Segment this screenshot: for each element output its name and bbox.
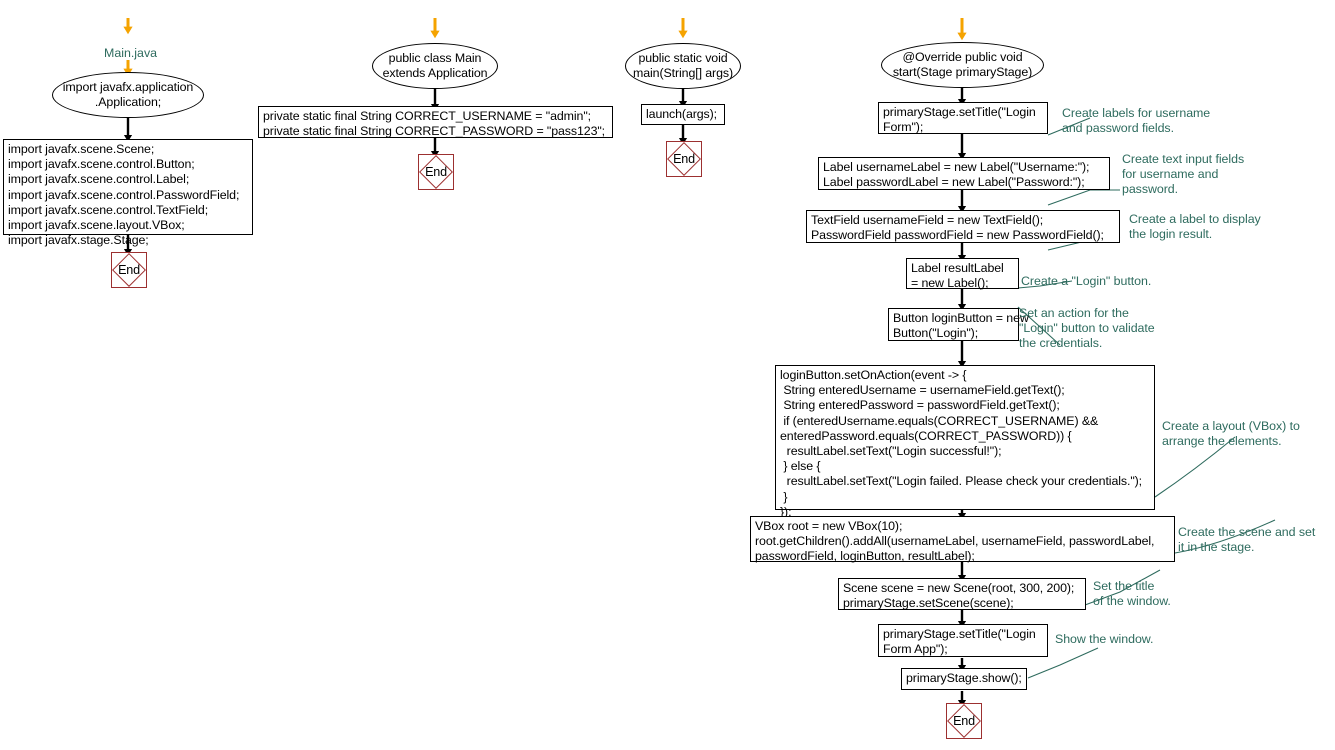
note-show-window: Show the window. [1055,632,1154,646]
node-primary-stage-show[interactable]: primaryStage.show(); [901,668,1027,690]
node-end-start-method[interactable]: End [946,703,982,739]
node-imports-list[interactable]: import javafx.scene.Scene; import javafx… [3,139,253,247]
node-imports-application-ellipse[interactable]: import javafx.application .Application; [52,72,204,118]
note-create-login-button: Create a "Login" button. [1021,274,1152,288]
note-create-result-label: Create a label to display the login resu… [1129,212,1261,242]
node-main-method-ellipse[interactable]: public static void main(String[] args) [625,43,741,89]
node-login-button-action[interactable]: loginButton.setOnAction(event -> { Strin… [775,365,1155,519]
node-result-label[interactable]: Label resultLabel = new Label(); [906,258,1019,290]
note-set-window-title: Set the title of the window. [1093,579,1171,609]
start-label-main-java: Main.java [104,46,158,60]
node-constants[interactable]: private static final String CORRECT_USER… [258,106,613,138]
node-end-main-method[interactable]: End [666,141,702,177]
node-end-imports[interactable]: End [111,252,147,288]
node-class-main-ellipse[interactable]: public class Main extends Application [372,43,498,89]
note-create-labels: Create labels for username and password … [1062,106,1211,136]
node-set-title-login-form-app[interactable]: primaryStage.setTitle("Login Form App"); [878,624,1048,657]
note-create-layout-vbox: Create a layout (VBox) to arrange the el… [1162,419,1300,449]
note-create-text-fields: Create text input fields for username an… [1122,152,1245,197]
node-vbox-root[interactable]: VBox root = new VBox(10); root.getChildr… [750,516,1175,563]
note-create-scene: Create the scene and set it in the stage… [1178,525,1316,555]
node-create-fields[interactable]: TextField usernameField = new TextField(… [806,210,1120,243]
node-end-class-main[interactable]: End [418,154,454,190]
node-start-method-ellipse[interactable]: @Override public void start(Stage primar… [881,42,1044,88]
node-launch-args[interactable]: launch(args); [641,104,725,125]
note-set-action: Set an action for the "Login" button to … [1019,306,1155,351]
node-scene[interactable]: Scene scene = new Scene(root, 300, 200);… [838,578,1086,610]
node-set-title-login-form[interactable]: primaryStage.setTitle("Login Form"); [878,102,1048,134]
node-create-labels[interactable]: Label usernameLabel = new Label("Usernam… [818,157,1110,190]
node-login-button[interactable]: Button loginButton = new Button("Login")… [888,308,1029,341]
